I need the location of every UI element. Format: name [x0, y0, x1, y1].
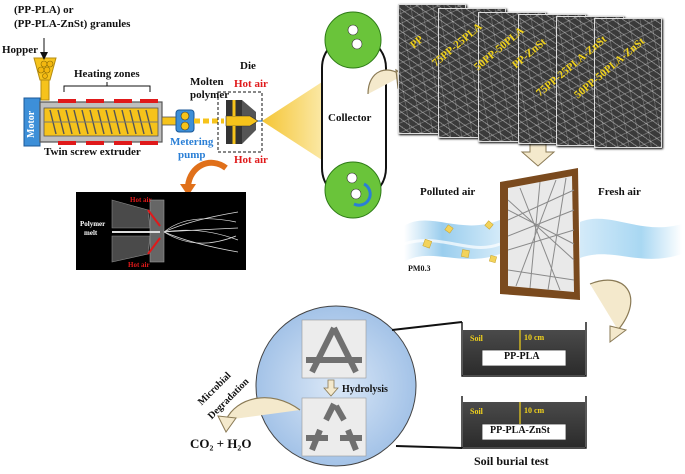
fiber-stream-cone — [262, 82, 322, 160]
twin-screw-label: Twin screw extruder — [44, 146, 141, 158]
molten-label-line2: polymer — [190, 89, 230, 101]
sample-label-1: PP-PLA — [504, 351, 540, 362]
degradation-circle — [255, 305, 463, 467]
hydrolysis-label: Hydrolysis — [342, 384, 388, 395]
sample-label-2: PP-PLA-ZnSt — [490, 425, 550, 436]
sem-image-4 — [518, 14, 586, 144]
arrow-sem-to-filter — [520, 141, 556, 167]
heating-zones-label: Heating zones — [74, 68, 140, 80]
metering-label-line1: Metering — [170, 136, 214, 148]
depth-label-2: 10 cm — [524, 406, 545, 415]
metering-pump — [175, 109, 195, 133]
heating-zone-bars — [58, 99, 158, 145]
granules — [37, 60, 54, 79]
filter-frame — [500, 168, 580, 300]
inset-hot-air-top: Hot air — [130, 196, 152, 204]
melt-blown-die — [217, 91, 264, 153]
extruder-barrel — [39, 101, 163, 143]
hydrolysis-arrow — [323, 379, 339, 397]
soil-box-1 — [461, 322, 587, 377]
collector-label: Collector — [328, 112, 372, 124]
inset-polymer-line2: melt — [84, 229, 98, 237]
depth-label-1: 10 cm — [524, 333, 545, 342]
sem-image-6 — [594, 18, 662, 148]
die-inset — [76, 192, 246, 270]
fiber-structure-top — [301, 319, 367, 379]
soil-label-2: Soil — [470, 407, 483, 416]
granules-label-line1: (PP-PLA) or — [14, 4, 74, 16]
motor-label: Motor — [26, 110, 37, 138]
polluted-air-stream — [403, 220, 501, 262]
inset-hot-air-bottom: Hot air — [128, 261, 150, 269]
inset-polymer-line1: Polymer — [80, 220, 106, 228]
heating-zones-bracket — [63, 85, 151, 92]
hot-air-bottom-label: Hot air — [234, 154, 268, 166]
microbial-arrow — [225, 397, 301, 421]
soil-box-2 — [461, 396, 587, 449]
soil-label-1: Soil — [470, 334, 483, 343]
pm-particles — [422, 220, 497, 263]
arrow-die-to-inset — [185, 159, 228, 187]
soil-burial-title: Soil burial test — [474, 454, 549, 468]
molten-label-line1: Molten — [190, 76, 224, 88]
arrow-filter-to-soil — [589, 279, 632, 331]
hopper-label: Hopper — [2, 44, 39, 56]
polluted-air-label: Polluted air — [420, 186, 476, 198]
fiber-structure-bottom — [301, 397, 367, 457]
pm-label: PM0.3 — [408, 264, 431, 273]
die-label: Die — [240, 60, 256, 72]
hot-air-top-label: Hot air — [234, 78, 268, 90]
collector-belt — [321, 11, 387, 219]
fresh-air-label: Fresh air — [598, 186, 641, 198]
fresh-air-stream — [580, 218, 682, 259]
metering-label-line2: pump — [178, 149, 206, 161]
products-label: CO₂ + H₂O — [190, 436, 252, 451]
granules-label-line2: (PP-PLA-ZnSt) granules — [14, 18, 131, 30]
